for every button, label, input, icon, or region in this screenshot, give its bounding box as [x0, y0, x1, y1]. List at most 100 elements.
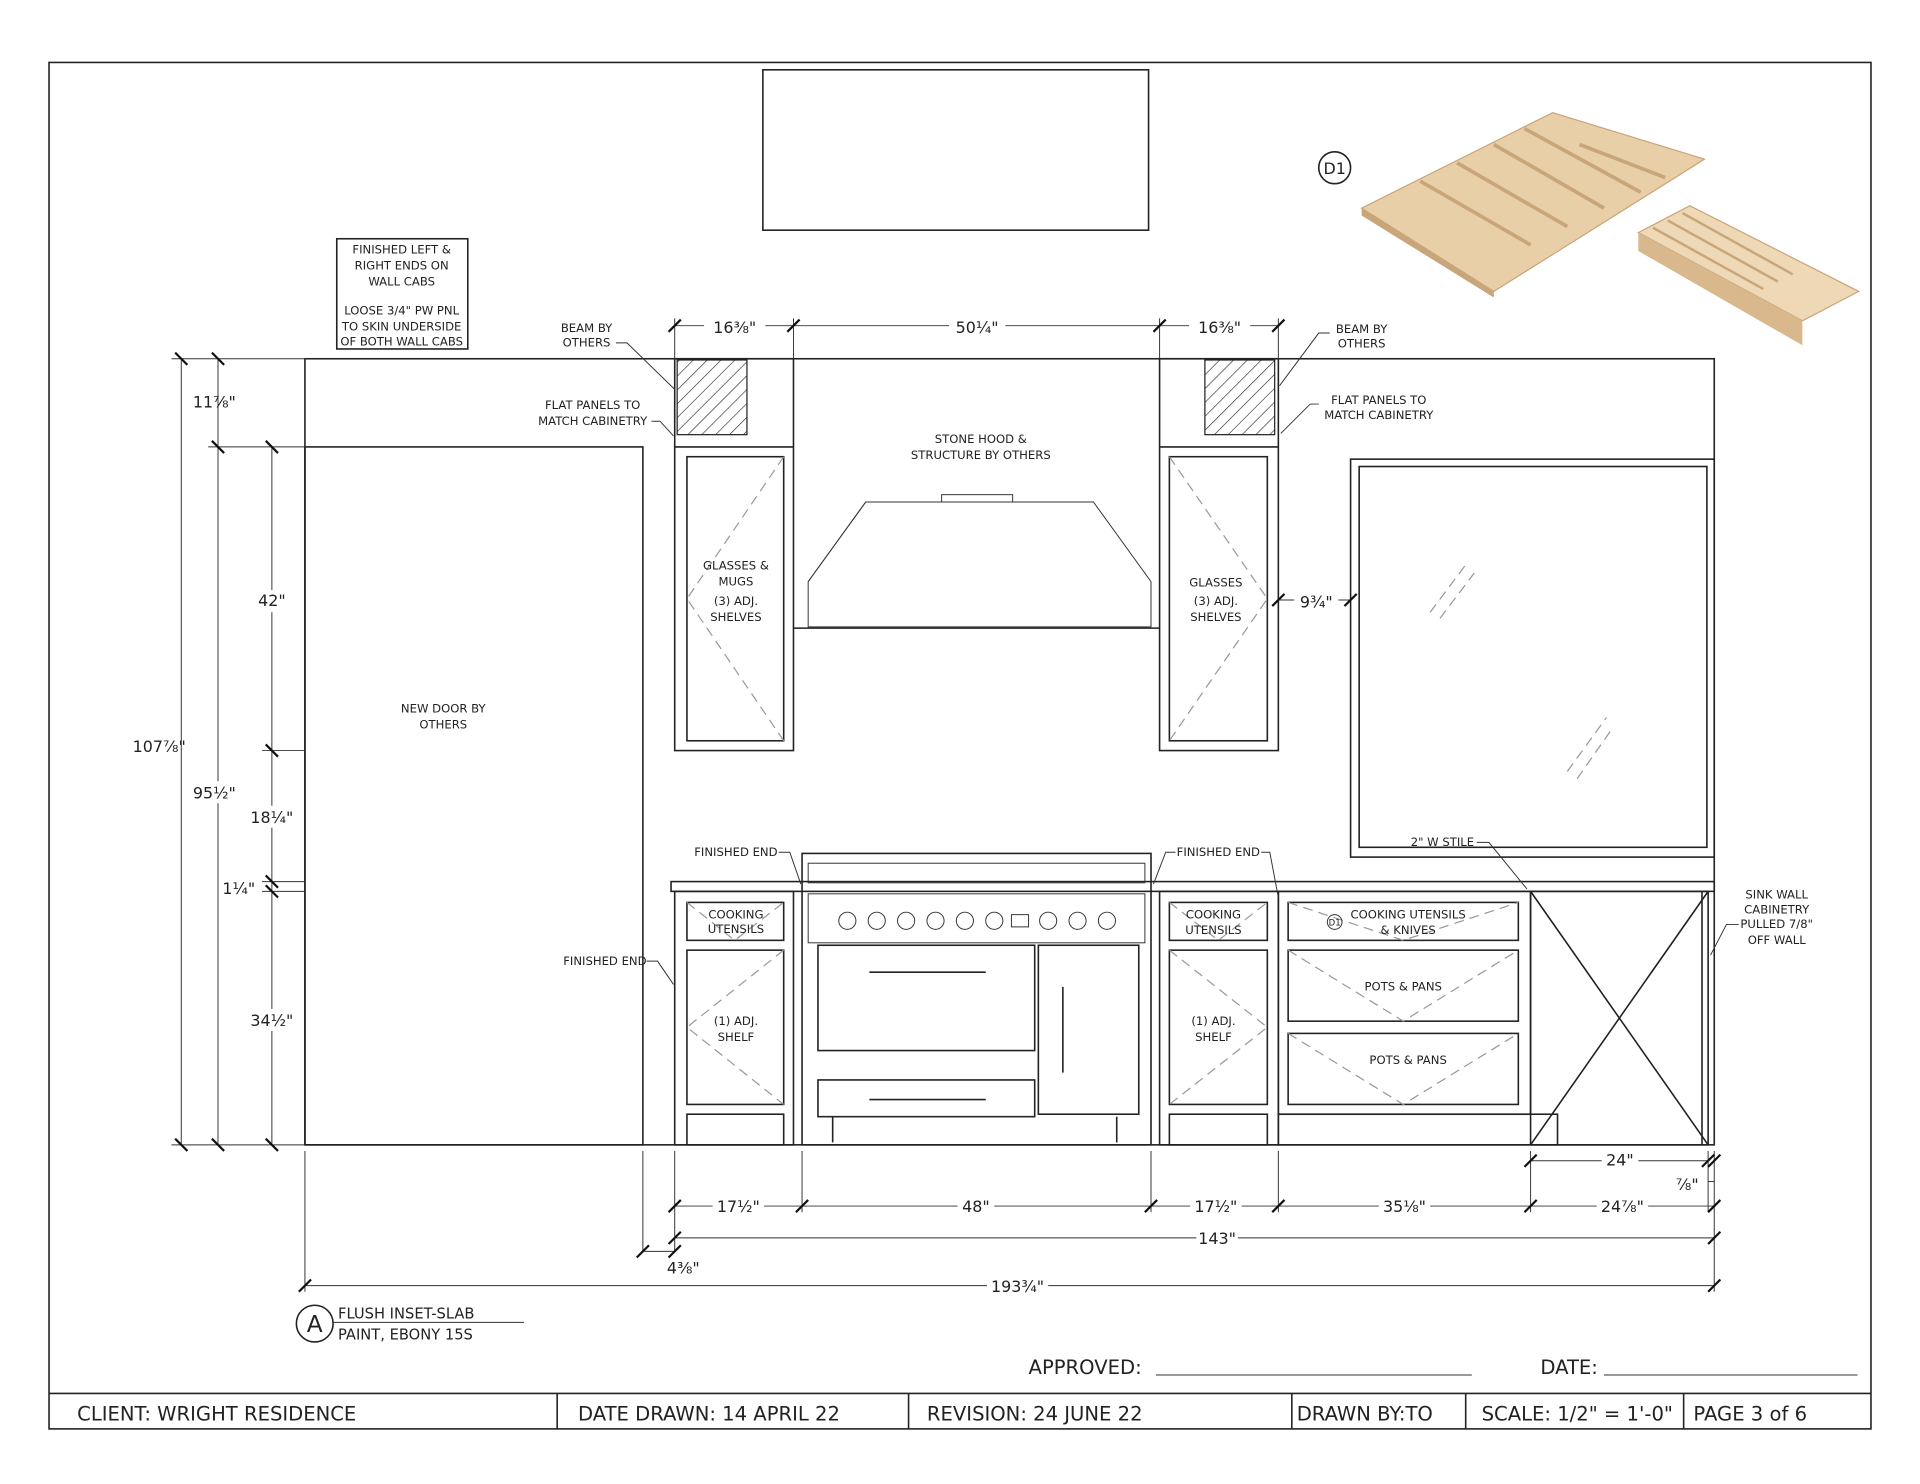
label-text: SHELVES — [710, 610, 761, 624]
label-text: DATE: — [1540, 1356, 1598, 1379]
label-text: 1¼" — [222, 879, 255, 898]
label-text: (3) ADJ. — [714, 594, 758, 608]
label-text: LOOSE 3/4" PW PNL — [344, 304, 459, 318]
label-text: 35⅛" — [1383, 1197, 1426, 1216]
base-cabinet-right: COOKING UTENSILS (1) ADJ. SHELF — [1158, 890, 1280, 1146]
label-text: SHELF — [718, 1030, 755, 1044]
label-text: POTS & PANS — [1365, 980, 1442, 994]
label-text: BEAM BY — [561, 321, 613, 335]
label-text: (3) ADJ. — [1194, 594, 1238, 608]
client: CLIENT: WRIGHT RESIDENCE — [77, 1402, 356, 1425]
wall-elevation — [304, 357, 1716, 1146]
label-text: (1) ADJ. — [714, 1014, 758, 1028]
window — [1349, 458, 1716, 858]
label-text: FLAT PANELS TO — [1331, 393, 1426, 407]
label-text: A — [307, 1311, 323, 1338]
upper-cabinet-right: GLASSES (3) ADJ. SHELVES — [1158, 357, 1280, 752]
top-dimensions: 16⅜" 50¼" 16⅜" — [667, 313, 1286, 359]
label-text: TO SKIN UNDERSIDE — [341, 320, 461, 334]
label-text: UTENSILS — [708, 922, 764, 936]
finished-end-callouts: FINISHED END FINISHED END FINISHED END 2… — [563, 835, 1813, 985]
label-text: SHELF — [1195, 1030, 1232, 1044]
label-text: OF BOTH WALL CABS — [340, 334, 463, 348]
label-text: PAINT, EBONY 15S — [338, 1327, 473, 1344]
door-label-2: OTHERS — [419, 718, 467, 732]
label-text: 42" — [258, 591, 286, 610]
label-text: COOKING UTENSILS — [1351, 907, 1466, 921]
label-text: 143" — [1198, 1229, 1236, 1248]
label-text: COOKING — [708, 907, 763, 921]
label-text: FLAT PANELS TO — [545, 398, 640, 412]
label-text: 16⅜" — [1198, 318, 1241, 337]
elevation-label: A FLUSH INSET-SLAB PAINT, EBONY 15S — [295, 1304, 525, 1344]
label-text: POTS & PANS — [1369, 1053, 1446, 1067]
label-text: FINISHED LEFT & — [352, 242, 451, 256]
label-text: 193¾" — [991, 1277, 1044, 1296]
range — [801, 852, 1152, 1146]
label-text: UTENSILS — [1185, 923, 1241, 937]
beam-callouts: BEAM BY OTHERS FLAT PANELS TO MATCH CABI… — [538, 321, 1434, 437]
window-gap-dimension: 9¾" — [1271, 587, 1358, 611]
label-text: D1 — [1329, 919, 1341, 929]
label-text: GLASSES — [1189, 575, 1242, 589]
end-cabinet-open — [1529, 890, 1709, 1146]
label-text: 17½" — [1194, 1197, 1237, 1216]
blank-box — [762, 68, 1150, 231]
label-text: GLASSES & — [703, 558, 769, 572]
label-text: 34½" — [250, 1011, 293, 1030]
label-text: 107⅞" — [133, 737, 186, 756]
sheet-border — [48, 61, 1872, 1430]
label-text: 18¼" — [250, 808, 293, 827]
range-hood: STONE HOOD & STRUCTURE BY OTHERS — [793, 432, 1160, 629]
label-text: PULLED 7/8" — [1740, 917, 1813, 931]
label-text: MUGS — [718, 574, 753, 588]
label-text: OTHERS — [1338, 337, 1386, 351]
drawer-insert-illustration: D1 — [1317, 111, 1861, 346]
label-text: 17½" — [717, 1197, 760, 1216]
label-text: (1) ADJ. — [1191, 1014, 1235, 1028]
label-text: APPROVED: — [1029, 1356, 1142, 1379]
label-text: 24" — [1606, 1151, 1634, 1170]
label-text: MATCH CABINETRY — [1324, 408, 1434, 422]
label-text: 24⅞" — [1601, 1197, 1644, 1216]
label-text: 4⅜" — [667, 1258, 700, 1277]
door-label: NEW DOOR BY — [401, 702, 487, 716]
left-dimensions: 11⅞" 107⅞" 95½" 42" 18¼" 1¼" 34½" — [133, 351, 305, 1152]
drawer-bank: D1 COOKING UTENSILS & KNIVES POTS & PANS… — [1277, 890, 1559, 1146]
label-text: 95½" — [193, 783, 236, 802]
label-text: 50¼" — [956, 318, 999, 337]
label-text: MATCH CABINETRY — [538, 414, 648, 428]
label-text: 16⅜" — [713, 318, 756, 337]
label-text: SINK WALL — [1745, 888, 1808, 902]
base-cabinet-left: COOKING UTENSILS (1) ADJ. SHELF — [673, 890, 795, 1146]
label-text: OTHERS — [563, 336, 611, 350]
label-text: FLUSH INSET-SLAB — [338, 1306, 475, 1323]
label-text: 11⅞" — [193, 393, 236, 412]
label-text: SHELVES — [1190, 610, 1241, 624]
label-text: D1 — [1323, 159, 1345, 178]
bottom-dimensions: 17½" 48" 17½" 35⅛" 24⅞" 24" ⅞" 143" 4⅜" … — [298, 1151, 1722, 1297]
approval-line: APPROVED: DATE: — [1029, 1356, 1858, 1379]
label-text: STRUCTURE BY OTHERS — [911, 448, 1051, 462]
label-text: & KNIVES — [1381, 923, 1436, 937]
label-text: WALL CABS — [368, 274, 435, 288]
label-text: COOKING — [1186, 907, 1241, 921]
label-text: FINISHED END — [1177, 845, 1260, 859]
page-number: PAGE 3 of 6 — [1693, 1402, 1807, 1425]
label-text: 48" — [962, 1197, 990, 1216]
title-block: CLIENT: WRIGHT RESIDENCE DATE DRAWN: 14 … — [49, 1392, 1871, 1429]
drawn-by: DRAWN BY:TO — [1297, 1402, 1433, 1425]
finished-ends-note: FINISHED LEFT & RIGHT ENDS ON WALL CABS … — [335, 237, 469, 350]
label-text: FINISHED END — [563, 954, 646, 968]
label-text: 2" W STILE — [1411, 835, 1474, 849]
date-drawn: DATE DRAWN: 14 APRIL 22 — [578, 1402, 840, 1425]
label-text: STONE HOOD & — [935, 432, 1027, 446]
revision: REVISION: 24 JUNE 22 — [927, 1402, 1143, 1425]
upper-cabinet-left: GLASSES & MUGS (3) ADJ. SHELVES — [673, 357, 795, 752]
label-text: OFF WALL — [1748, 933, 1807, 947]
label-text: CABINETRY — [1744, 902, 1810, 916]
label-text: FINISHED END — [694, 845, 777, 859]
scale: SCALE: 1/2" = 1'-0" — [1482, 1402, 1673, 1425]
label-text: BEAM BY — [1336, 322, 1388, 336]
